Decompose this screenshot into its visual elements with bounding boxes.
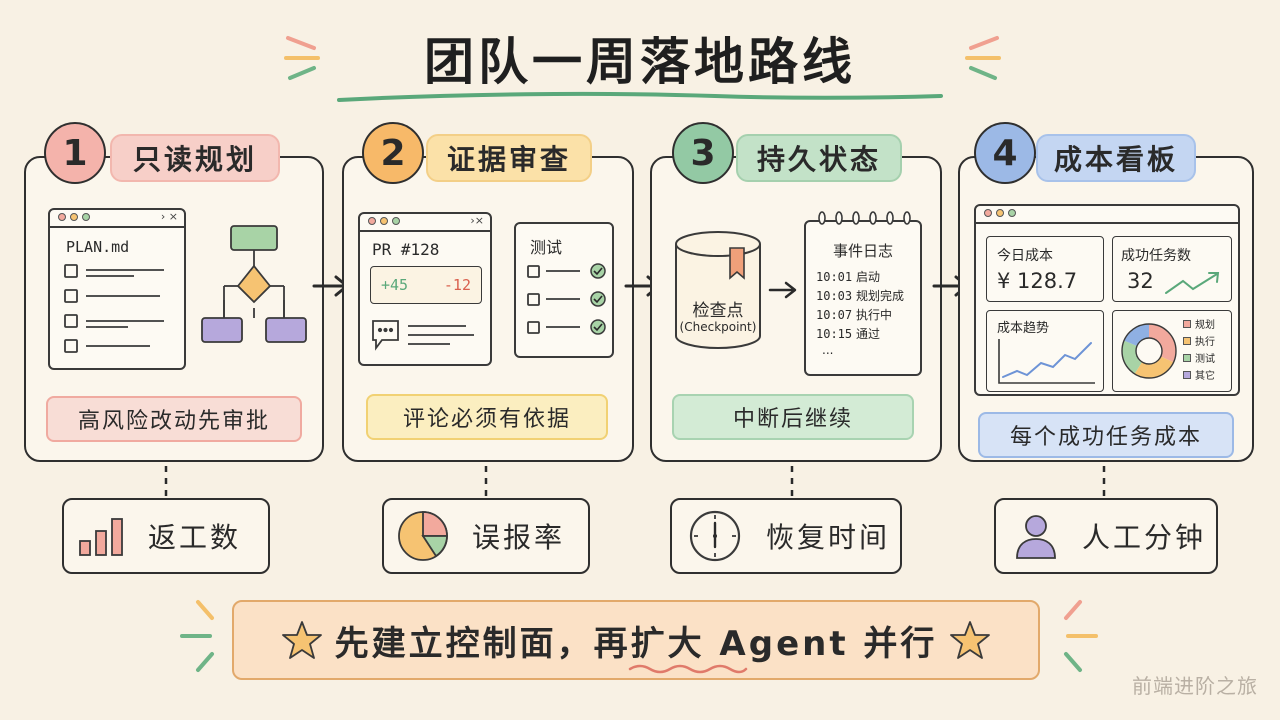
cost-legend: 规划 执行 测试 其它 bbox=[1183, 317, 1215, 385]
banner-wavy-underline bbox=[628, 664, 748, 674]
plan-checklist-icon bbox=[64, 264, 164, 353]
cost-breakdown-panel: 规划 执行 测试 其它 bbox=[1112, 310, 1232, 392]
metric-label-2: 误报率 bbox=[472, 521, 566, 554]
stage-tag-2: 评论必须有依据 bbox=[366, 394, 608, 440]
stage-label-2: 证据审查 bbox=[426, 134, 592, 182]
stage-tag-4: 每个成功任务成本 bbox=[978, 412, 1234, 458]
pr-title: PR #128 bbox=[372, 240, 440, 259]
metric-label-4: 人工分钟 bbox=[1082, 521, 1207, 554]
flowchart-icon bbox=[201, 225, 307, 343]
banner-spark-left-icon bbox=[180, 600, 214, 672]
metric-box-2: 误报率 bbox=[382, 498, 590, 574]
cost-trend-panel: 成本趋势 bbox=[986, 310, 1104, 392]
spark-right-icon bbox=[965, 36, 1001, 80]
banner-text: 先建立控制面，再扩大 Agent 并行 bbox=[334, 623, 938, 664]
metric-label-1: 返工数 bbox=[148, 521, 242, 554]
stage-number-4: 4 bbox=[974, 122, 1036, 184]
cost-trend-line-icon bbox=[998, 339, 1095, 384]
stage-tag-1: 高风险改动先审批 bbox=[46, 396, 302, 442]
dashboard-window: 今日成本 ¥ 128.7 成功任务数 32 成本趋势 规划 执行 测 bbox=[974, 204, 1240, 396]
cost-trend-label: 成本趋势 bbox=[997, 321, 1050, 336]
stage-number-3: 3 bbox=[672, 122, 734, 184]
event-log-title: 事件日志 bbox=[832, 242, 893, 260]
metric-box-1: 返工数 bbox=[62, 498, 270, 574]
success-panel: 成功任务数 32 bbox=[1112, 236, 1232, 302]
plan-file-window: › × PLAN.md bbox=[48, 208, 186, 370]
test-checks-icon bbox=[527, 263, 606, 335]
test-label: 测试 bbox=[530, 238, 563, 257]
today-cost-value: ¥ 128.7 bbox=[997, 269, 1078, 293]
watermark: 前端进阶之旅 bbox=[1132, 674, 1258, 698]
banner-spark-right-icon bbox=[1064, 600, 1098, 672]
success-label: 成功任务数 bbox=[1121, 248, 1191, 264]
arrow-right-small-icon bbox=[768, 281, 797, 299]
today-cost-label: 今日成本 bbox=[997, 248, 1053, 264]
checkpoint-cylinder-icon bbox=[675, 231, 761, 349]
star-icon bbox=[950, 621, 991, 659]
star-icon bbox=[281, 621, 322, 659]
title-underline bbox=[337, 91, 943, 102]
legend-item: 其它 bbox=[1183, 368, 1215, 385]
event-log-row: 10:03 规划完成 bbox=[816, 289, 904, 303]
stage-number-1: 1 bbox=[44, 122, 106, 184]
legend-swatch bbox=[1183, 337, 1191, 345]
stage-tag-3: 中断后继续 bbox=[672, 394, 914, 440]
pr-window: ›× PR #128 +45 -12 bbox=[358, 212, 492, 366]
bar-chart-icon bbox=[79, 518, 123, 556]
stage-label-1: 只读规划 bbox=[110, 134, 280, 182]
success-value: 32 bbox=[1127, 269, 1154, 293]
legend-item: 测试 bbox=[1183, 351, 1215, 368]
page-title: 团队一周落地路线 bbox=[424, 33, 856, 91]
spark-left-icon bbox=[284, 36, 320, 80]
comment-icon bbox=[372, 320, 474, 351]
legend-swatch bbox=[1183, 354, 1191, 362]
event-log-list: 10:01 启动 10:03 规划完成 10:07 执行中 10:15 通过 .… bbox=[816, 268, 904, 356]
today-cost-panel: 今日成本 ¥ 128.7 bbox=[986, 236, 1104, 302]
event-log-more: ... bbox=[822, 343, 834, 357]
diff-additions: +45 bbox=[381, 276, 409, 294]
event-log-notepad: 事件日志 10:01 启动 10:03 规划完成 10:07 执行中 10:15… bbox=[804, 211, 922, 376]
metric-box-3: 恢复时间 bbox=[670, 498, 902, 574]
diff-deletions: -12 bbox=[443, 276, 471, 294]
plan-file-name: PLAN.md bbox=[66, 238, 130, 256]
stage-label-3: 持久状态 bbox=[736, 134, 902, 182]
stage-number-2: 2 bbox=[362, 122, 424, 184]
legend-item: 执行 bbox=[1183, 334, 1215, 351]
notepad-rings-icon bbox=[818, 211, 911, 225]
pie-chart-icon bbox=[398, 511, 448, 561]
legend-swatch bbox=[1183, 320, 1191, 328]
checkpoint-sublabel: (Checkpoint) bbox=[679, 320, 757, 334]
checkpoint-label: 检查点 bbox=[692, 301, 744, 321]
event-log-row: 10:01 启动 bbox=[816, 270, 880, 284]
cost-donut-icon bbox=[1121, 323, 1177, 379]
stage-label-4: 成本看板 bbox=[1036, 134, 1196, 182]
event-log-row: 10:07 执行中 bbox=[816, 308, 892, 322]
person-icon bbox=[1016, 515, 1056, 559]
legend-swatch bbox=[1183, 371, 1191, 379]
trend-up-icon bbox=[1165, 272, 1220, 294]
clock-icon bbox=[689, 510, 741, 562]
dashed-connectors bbox=[164, 466, 1106, 498]
event-log-row: 10:15 通过 bbox=[816, 327, 880, 341]
legend-item: 规划 bbox=[1183, 317, 1215, 334]
metric-label-3: 恢复时间 bbox=[766, 521, 891, 554]
test-panel: 测试 bbox=[514, 222, 614, 358]
diff-box: +45 -12 bbox=[370, 266, 482, 304]
metric-box-4: 人工分钟 bbox=[994, 498, 1218, 574]
